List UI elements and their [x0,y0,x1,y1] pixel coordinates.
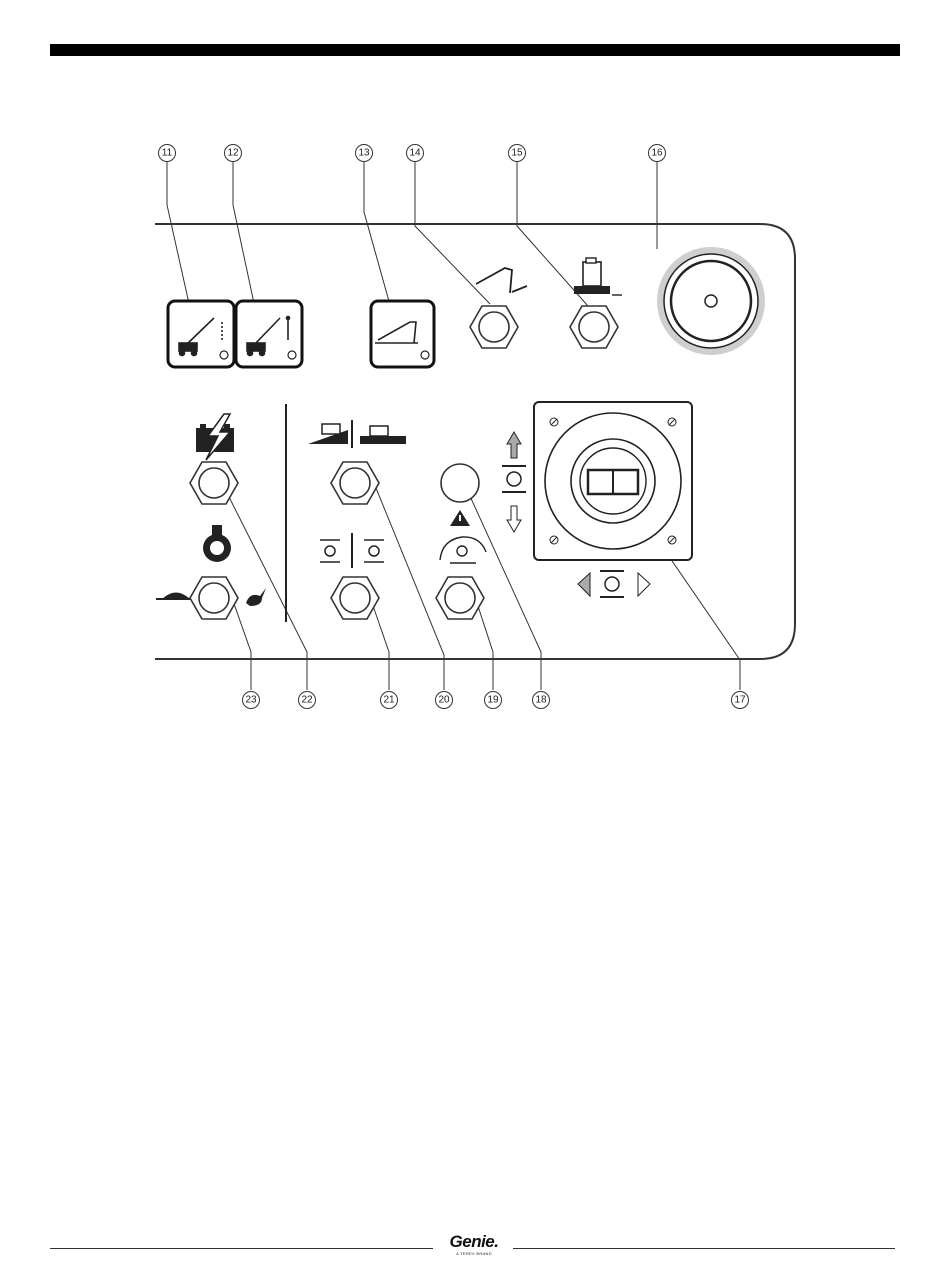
indicator-light-12 [236,301,302,367]
brand-tagline: A TEREX BRAND [436,1251,512,1256]
callout-15: 15 [509,145,526,162]
svg-text:15: 15 [511,148,523,159]
callout-17: 17 [732,692,749,709]
svg-text:22: 22 [301,695,313,706]
battery-lightning-icon [196,414,234,460]
svg-text:13: 13 [358,148,370,159]
brand-name: Genie. [436,1233,512,1251]
drive-direction-icon [502,432,526,532]
svg-text:16: 16 [651,148,663,159]
steer-direction-icon [578,571,650,597]
engine-icon [203,525,231,562]
arrow-left-icon [578,573,590,596]
brand-logo: Genie. A TEREX BRAND [436,1233,512,1256]
drive-enable-icon [440,537,486,563]
arrow-up-icon [507,432,521,458]
emergency-stop-button-16[interactable] [657,247,765,355]
callout-18: 18 [533,692,550,709]
callout-22: 22 [299,692,316,709]
callout-12: 12 [225,145,242,162]
callout-21: 21 [381,692,398,709]
drive-joystick-17[interactable] [534,402,692,560]
indicator-light-13 [371,301,434,367]
drive-mode-button-20[interactable] [308,420,406,504]
drive-enable-indicator-18 [441,464,479,502]
callout-20: 20 [436,692,453,709]
indicator-light-11 [168,301,234,367]
svg-text:18: 18 [535,695,547,706]
auxiliary-power-button-22[interactable] [190,414,238,504]
callout-14: 14 [407,145,424,162]
turtle-icon [156,593,192,600]
arrow-right-icon [638,573,650,596]
svg-text:17: 17 [734,695,746,706]
rabbit-icon [246,588,266,606]
callout-13: 13 [356,145,373,162]
steer-mode-button-21[interactable] [320,533,384,619]
svg-text:20: 20 [438,695,450,706]
svg-text:11: 11 [162,148,173,159]
warning-icon [450,510,470,526]
svg-text:21: 21 [383,695,395,706]
svg-text:19: 19 [487,695,499,706]
footer-rule-right [513,1248,895,1249]
steer-mode-icon [320,533,384,568]
slope-drive-icon [308,420,406,448]
callout-11: 11 [159,145,176,162]
footer-rule-left [50,1248,433,1249]
svg-text:12: 12 [227,148,239,159]
callout-16: 16 [649,145,666,162]
generator-button-15[interactable] [570,258,622,348]
boom-tip-icon [476,268,527,293]
boom-function-button-14[interactable] [470,268,527,348]
drive-enable-button-19[interactable] [436,510,486,619]
callout-23: 23 [243,692,260,709]
generator-icon [574,258,622,295]
svg-text:14: 14 [409,148,421,159]
arrow-down-icon [507,506,521,532]
engine-speed-button-23[interactable] [156,525,266,619]
callout-19: 19 [485,692,502,709]
svg-text:23: 23 [245,695,257,706]
